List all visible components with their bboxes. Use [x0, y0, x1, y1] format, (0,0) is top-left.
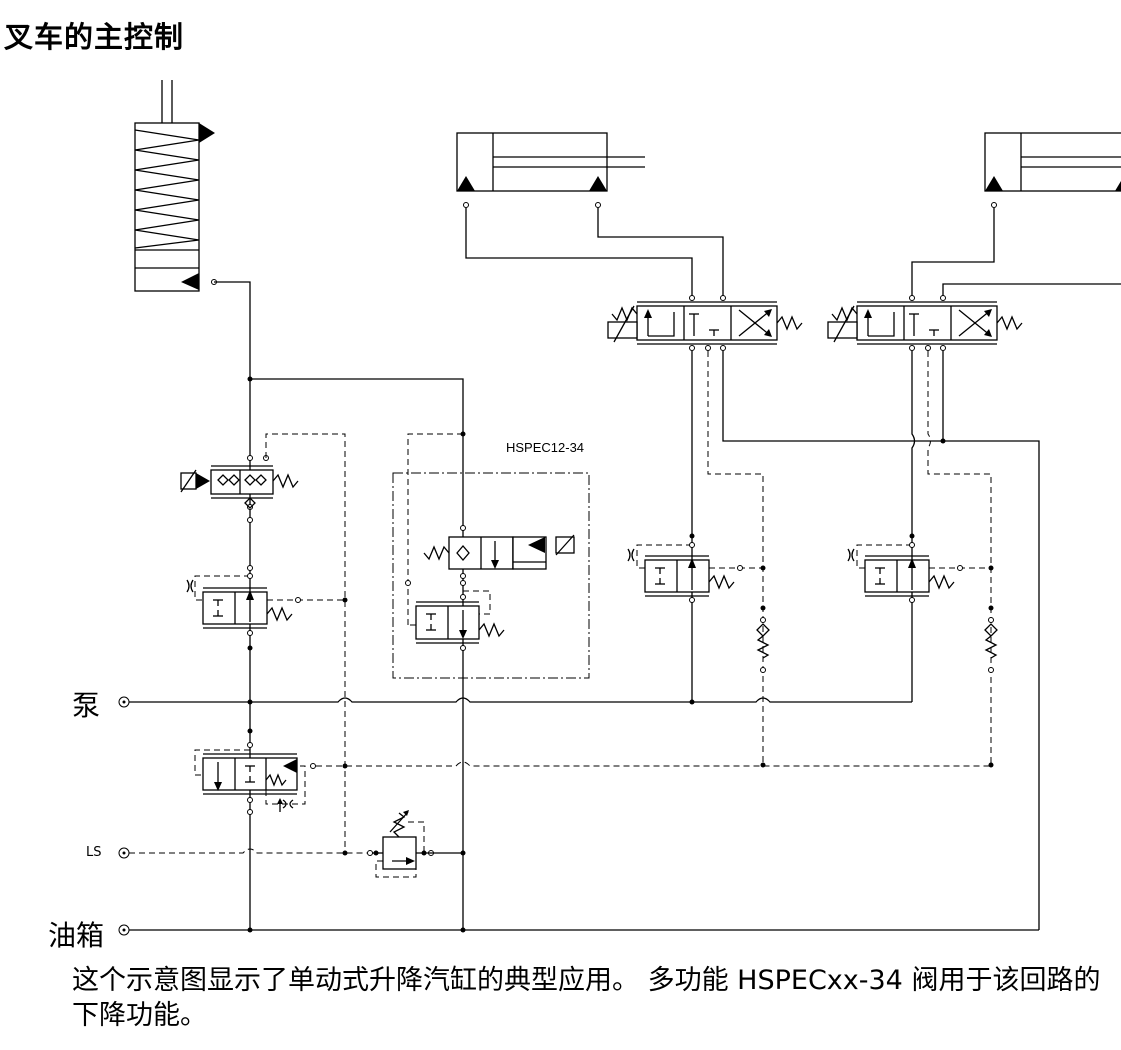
shuttle-check-2 — [984, 605, 998, 673]
compensator-1 — [627, 533, 766, 603]
pump-line — [118, 696, 912, 708]
ls-line — [118, 847, 368, 859]
page-title: 叉车的主控制 — [4, 20, 185, 54]
tilt-cylinder-2 — [911, 132, 1121, 298]
ls-port-label: LS — [86, 845, 102, 860]
shuttle-check-1 — [756, 605, 770, 673]
solenoid-check-valve — [180, 433, 346, 853]
lift-cylinder — [134, 80, 217, 292]
tank-port-label: 油箱 — [48, 919, 105, 952]
pump-port-label: 泵 — [72, 689, 101, 722]
unloading-valve — [194, 728, 316, 815]
hspec12-34-valve — [392, 431, 590, 679]
caption: 这个示意图显示了单动式升降汽缸的典型应用。 多功能 HSPECxx-34 阀用于… — [72, 965, 1101, 1031]
hydraulic-schematic — [118, 80, 1121, 936]
tank-line — [118, 924, 1039, 936]
directional-valve-1 — [607, 295, 803, 351]
tilt-cylinder-1 — [456, 132, 724, 298]
hspec-valve-label: HSPEC12-34 — [506, 440, 585, 455]
left-compensator — [186, 565, 348, 651]
compensator-2 — [847, 533, 994, 603]
directional-valve-2 — [827, 295, 1023, 351]
relief-valve — [367, 810, 466, 878]
